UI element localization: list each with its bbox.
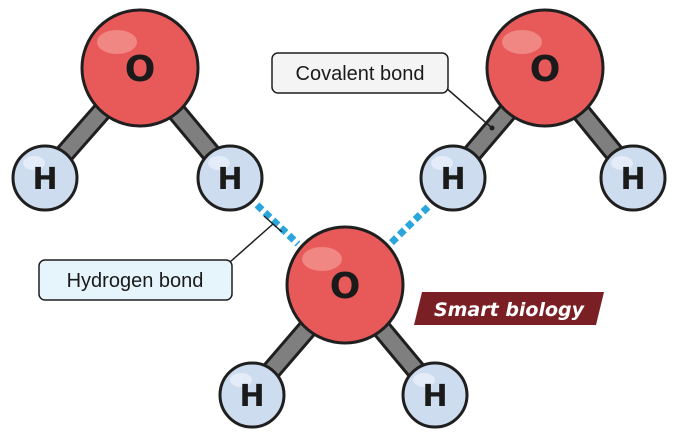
atoms: O O O H H H H: [11, 8, 667, 429]
hydrogen-bonds: [254, 202, 431, 247]
oxygen-atom-top-left: O: [80, 8, 200, 128]
hydrogen-atom-top-left-left: H: [11, 144, 79, 212]
hydrogen-label: H: [32, 162, 57, 197]
covalent-bond-label: Covalent bond: [296, 63, 425, 85]
watermark-text: Smart biology: [434, 299, 586, 321]
oxygen-label: O: [125, 49, 156, 90]
smart-biology-watermark: Smart biology: [414, 292, 604, 325]
oxygen-label: O: [530, 49, 561, 90]
hydrogen-bond-label: Hydrogen bond: [67, 270, 204, 292]
hydrogen-bond-left: [254, 202, 301, 247]
hydrogen-atom-top-right-right: H: [599, 144, 667, 212]
hydrogen-label: H: [422, 379, 447, 414]
hydrogen-atom-top-left-right: H: [196, 144, 264, 212]
hydrogen-bond-right: [387, 204, 431, 247]
hydrogen-atom-bottom-right: H: [401, 361, 469, 429]
hydrogen-bond-leader-line: [229, 223, 274, 263]
oxygen-label: O: [330, 266, 361, 307]
hydrogen-label: H: [239, 379, 264, 414]
hydrogen-bond-label-box: [38, 259, 233, 301]
hydrogen-atom-top-right-left: H: [419, 144, 487, 212]
hydrogen-label: H: [440, 162, 465, 197]
oxygen-atom-top-right: O: [485, 8, 605, 128]
hydrogen-label: H: [620, 162, 645, 197]
covalent-bond-label-box: [271, 52, 449, 94]
oxygen-atom-bottom: O: [285, 225, 405, 345]
hydrogen-atom-bottom-left: H: [218, 361, 286, 429]
hydrogen-label: H: [217, 162, 242, 197]
covalent-bond-callout: Covalent bond: [271, 52, 495, 131]
hydrogen-bond-callout: Hydrogen bond: [38, 215, 283, 301]
